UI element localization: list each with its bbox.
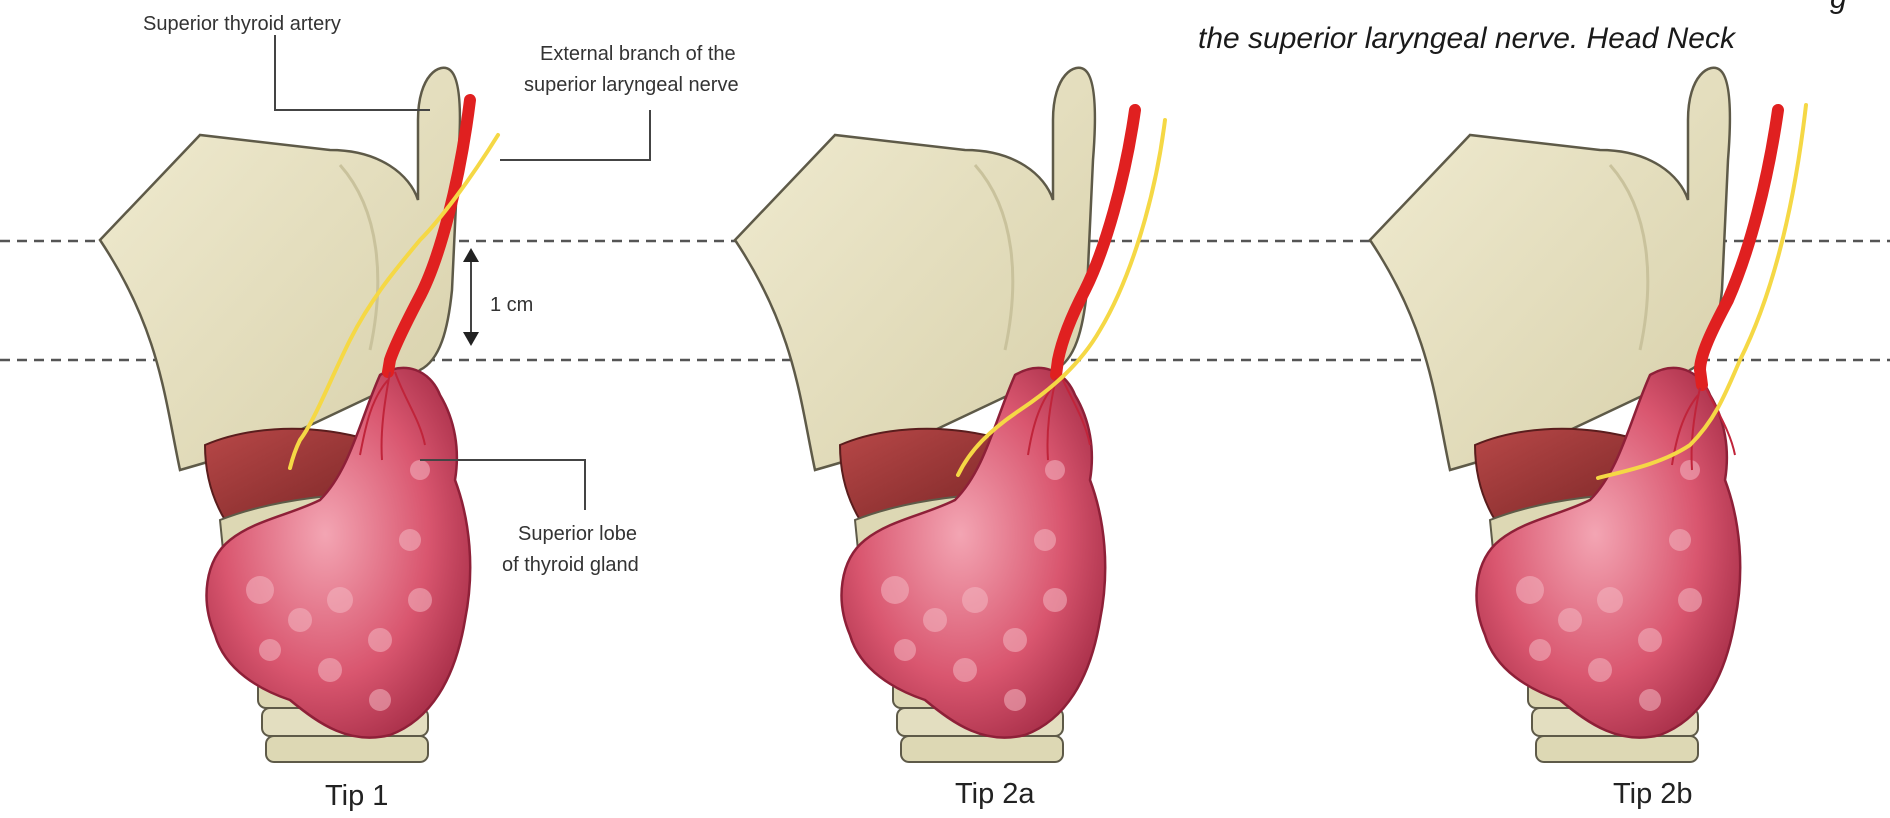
- artery-label: Superior thyroid artery: [143, 13, 341, 35]
- panel-tip-1: [100, 68, 498, 762]
- lobe-label-line-1: Superior lobe: [518, 523, 637, 545]
- nerve-label-line-1: External branch of the: [540, 43, 736, 65]
- caption-line-2: the superior laryngeal nerve. Head Neck: [1198, 22, 1737, 55]
- nerve-label-line-2: superior laryngeal nerve: [524, 74, 739, 96]
- panel-title-tip-1: Tip 1: [325, 780, 388, 812]
- distance-arrow-down: [463, 332, 479, 346]
- lobe-label-line-2: of thyroid gland: [502, 554, 639, 576]
- caption-line-1: g: [1830, 0, 1847, 15]
- distance-arrow-up: [463, 248, 479, 262]
- artery-leader-line: [275, 35, 430, 110]
- panel-tip-2b: [1370, 68, 1806, 762]
- panel-tip-2a: [735, 68, 1165, 762]
- panel-title-tip-2a: Tip 2a: [955, 778, 1035, 810]
- panel-title-tip-2b: Tip 2b: [1613, 778, 1693, 810]
- distance-label: 1 cm: [490, 294, 533, 316]
- nerve-leader-line: [500, 110, 650, 160]
